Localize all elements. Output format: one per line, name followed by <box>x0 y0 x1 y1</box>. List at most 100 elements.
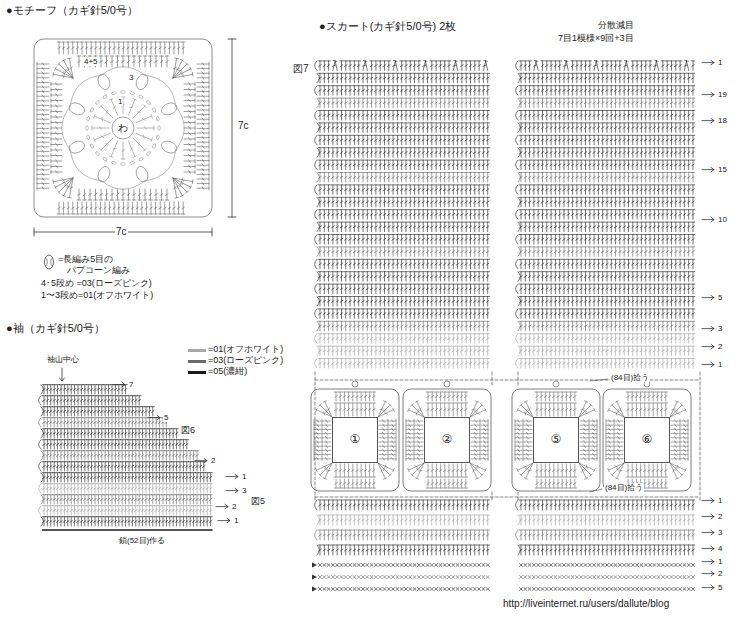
popcorn-stitch <box>67 139 86 155</box>
motif-outline <box>403 389 491 491</box>
skirt-stitches <box>315 259 695 269</box>
heading: ●袖（カギ針5/0号） <box>5 322 106 335</box>
chain-stitch <box>152 107 157 112</box>
legend-text: =05(濃紺) <box>208 366 247 376</box>
motif-outline <box>311 389 399 491</box>
legend-text: =01(オフホワイト) <box>208 344 283 354</box>
chain-stitch <box>102 95 107 100</box>
row-number: 18 <box>717 116 728 125</box>
chain-stitch <box>152 143 157 148</box>
row-arrow <box>702 167 714 171</box>
start-mark <box>312 563 317 568</box>
motif-number: ① <box>350 433 361 446</box>
note: 鎖(52目)作る <box>118 536 166 545</box>
row-number: 1 <box>717 360 723 369</box>
chain-stitch <box>111 161 116 165</box>
sleeve-stitches <box>41 451 199 460</box>
sleeve-stitches <box>41 385 127 394</box>
row-arrow <box>216 504 228 508</box>
skirt-stitches <box>317 148 695 158</box>
skirt-stitches <box>315 359 695 369</box>
row-arrow <box>702 118 714 122</box>
motif-panel: ⑥ <box>624 417 670 463</box>
leader-line <box>590 379 608 381</box>
round-5-stitches <box>37 42 209 214</box>
row-number: 10 <box>717 215 728 224</box>
chain-stitch <box>146 151 151 156</box>
join-mark <box>352 381 358 387</box>
popcorn-stitch <box>96 165 112 184</box>
row-arrow <box>702 530 714 534</box>
skirt-stitches <box>315 309 695 319</box>
row-arrow <box>148 415 160 419</box>
chain-stitch <box>90 143 95 148</box>
single-crochet <box>319 588 695 591</box>
chain-stitch <box>95 100 100 105</box>
row-number: 7 <box>128 380 134 389</box>
popcorn-symbol <box>45 255 54 269</box>
row-arrow <box>195 458 207 462</box>
note: 7目1模様×9回+3目 <box>557 33 635 43</box>
row-number: 2 <box>717 569 723 578</box>
sleeve-stitches <box>39 440 189 449</box>
center-arrow <box>60 368 65 381</box>
chain-stitch <box>138 157 143 162</box>
start-mark <box>312 575 317 580</box>
chain-stitch <box>121 91 126 94</box>
row-number: 1 <box>717 557 723 566</box>
chain-stitch <box>121 163 126 166</box>
skirt-stitches <box>315 500 695 510</box>
popcorn-stitch <box>67 101 86 117</box>
note: 袖山中心 <box>46 355 80 364</box>
row-number: 3 <box>717 324 723 333</box>
row-number: 5 <box>717 583 723 592</box>
motif-outline <box>603 389 691 491</box>
row-arrow <box>702 295 714 299</box>
skirt-stitches <box>317 515 695 525</box>
figure-number: 図7 <box>292 63 310 75</box>
row-arrow <box>702 585 714 589</box>
motif-stitches <box>314 392 396 488</box>
note: 分散減目 <box>597 20 635 30</box>
skirt-stitches <box>317 123 695 132</box>
skirt-stitches <box>317 197 695 207</box>
dimension-line <box>228 39 236 217</box>
note: (84目)拾う <box>610 373 650 382</box>
skirt-stitches <box>315 235 695 245</box>
ring-label: わ <box>117 122 129 134</box>
motif-panel: ⑤ <box>533 417 579 463</box>
row-arrow <box>702 60 714 64</box>
round-number: 4+5 <box>83 57 99 66</box>
foundation-chain <box>43 529 212 530</box>
sleeve-stitches <box>41 517 212 526</box>
popcorn-stitch <box>134 165 150 184</box>
skirt-stitches <box>317 321 695 331</box>
motif-stitches <box>515 392 597 488</box>
motif-edge <box>34 39 212 217</box>
row-number: 1 <box>233 516 239 525</box>
chain-stitch <box>146 100 151 105</box>
sleeve-stitches <box>39 396 142 405</box>
heading: ●スカート(カギ針5/0号) 2枚 <box>318 20 457 33</box>
skirt-stitches <box>315 334 695 344</box>
sleeve-stitches <box>41 473 212 482</box>
row-arrow <box>226 474 238 478</box>
chain-stitch <box>138 95 143 100</box>
chain-stitch <box>156 135 160 140</box>
popcorn-stitch <box>134 72 150 91</box>
single-crochet <box>319 564 695 567</box>
popcorn-stitch <box>160 139 179 155</box>
row-arrow <box>702 559 714 563</box>
leader-line <box>590 489 602 492</box>
row-arrow <box>702 571 714 575</box>
skirt-stitches <box>315 530 695 540</box>
legend-swatch <box>188 371 206 374</box>
watermark: http://liveinternet.ru/users/dallute/blo… <box>502 598 670 610</box>
magic-ring <box>112 117 134 139</box>
row-number: 1 <box>241 472 247 481</box>
row-number: 5 <box>717 293 723 302</box>
row-arrow <box>702 344 714 348</box>
row-number: 2 <box>210 456 216 465</box>
row-arrow <box>702 514 714 518</box>
